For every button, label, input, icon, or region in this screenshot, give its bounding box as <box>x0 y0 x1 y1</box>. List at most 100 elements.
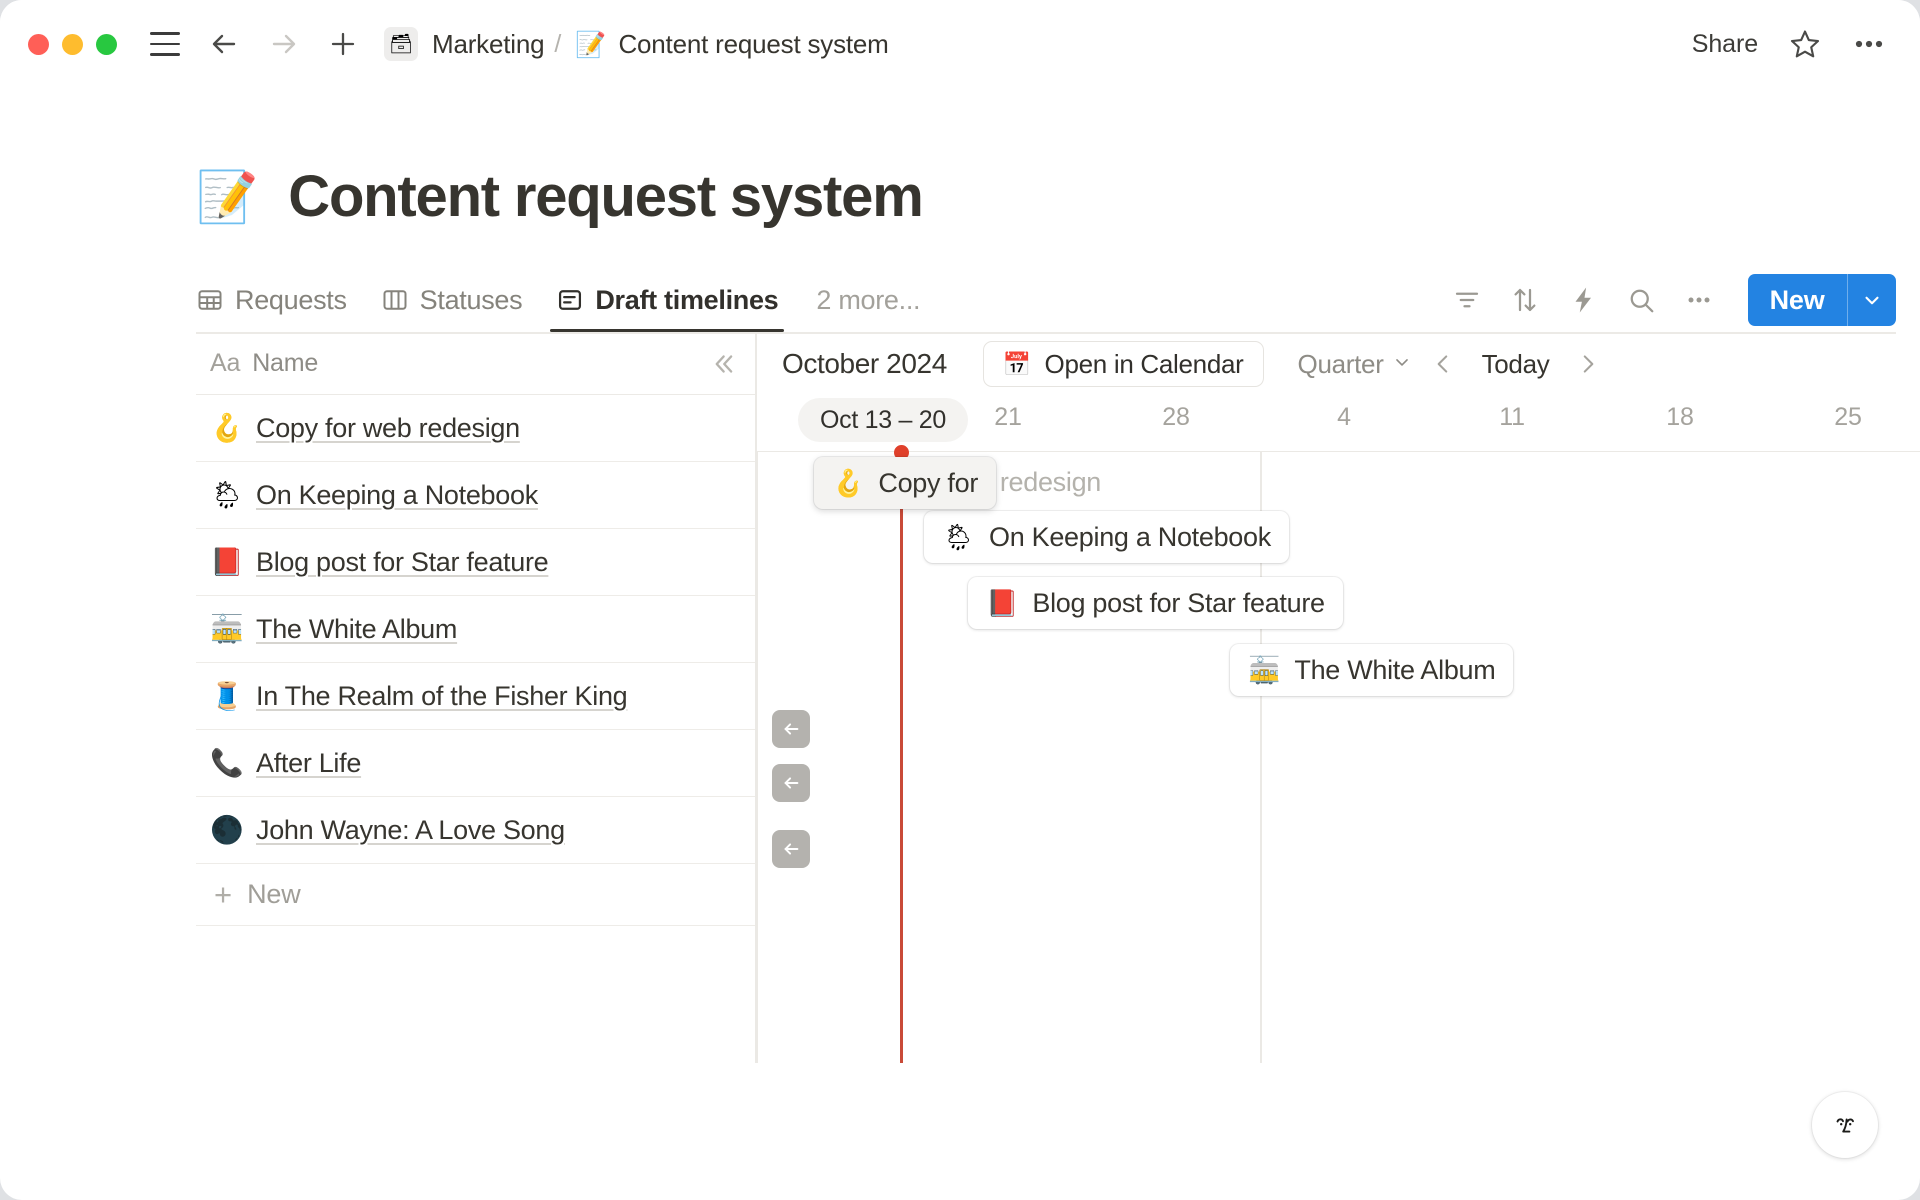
calendar-icon: 📅 <box>1002 350 1032 377</box>
board-view-icon <box>381 286 409 314</box>
titlebar-actions: Share <box>1692 27 1886 61</box>
ruler-tick: 18 <box>1666 403 1694 431</box>
breadcrumb-workspace[interactable]: Marketing <box>432 28 545 59</box>
row-emoji: 📞 <box>210 747 244 778</box>
workspace-icon-glyph: 🗃 <box>388 33 414 55</box>
maximize-window-button[interactable] <box>96 33 117 55</box>
row-emoji: 🪝 <box>210 412 244 443</box>
tab-draft-timelines[interactable]: Draft timelines <box>550 268 785 332</box>
notion-help-face-icon <box>1836 1118 1854 1133</box>
timeline-date-ruler: Oct 13 – 20 21 28 4 11 18 25 <box>756 395 1920 451</box>
tab-requests[interactable]: Requests <box>196 268 347 332</box>
card-emoji: 🌦 <box>942 522 976 552</box>
timeline-name-panel: Aa Name 🪝 Copy for web redesign 🌦 On Kee… <box>196 333 756 1023</box>
forward-arrow-icon[interactable] <box>268 28 300 60</box>
breadcrumb-page[interactable]: Content request system <box>618 28 889 59</box>
row-emoji: 🚋 <box>210 613 244 644</box>
timeline-today-button[interactable]: Today <box>1481 348 1550 379</box>
timeline-prev-button[interactable] <box>1424 347 1462 381</box>
open-in-calendar-label: Open in Calendar <box>1044 348 1244 379</box>
double-chevron-left-icon[interactable] <box>706 347 740 381</box>
window-titlebar: 🗃 Marketing / 📝 Content request system S… <box>0 0 1920 88</box>
table-row[interactable]: 🌑 John Wayne: A Love Song <box>196 797 756 864</box>
page-emoji[interactable]: 📝 <box>196 169 259 225</box>
timeline-header: October 2024 📅 Open in Calendar Quarter <box>756 333 1920 395</box>
timeline-zoom-value: Quarter <box>1297 348 1384 379</box>
sort-icon[interactable] <box>1510 285 1540 315</box>
lightning-icon[interactable] <box>1568 285 1598 315</box>
timeline-card[interactable]: 🌦 On Keeping a Notebook <box>924 511 1289 563</box>
card-emoji: 🚋 <box>1248 655 1281 685</box>
tabs-overflow-button[interactable]: 2 more... <box>816 284 921 315</box>
ruler-current-range-pill[interactable]: Oct 13 – 20 <box>798 398 968 442</box>
share-button[interactable]: Share <box>1691 29 1758 58</box>
timeline-grid: web redesign 🪝 Copy for 🌦 On Keeping a N… <box>756 445 1920 1063</box>
row-name[interactable]: John Wayne: A Love Song <box>256 814 565 845</box>
panel-divider <box>755 333 757 1063</box>
ruler-tick: 11 <box>1499 403 1525 431</box>
new-button-divider <box>1846 274 1848 326</box>
timeline-column-divider <box>756 452 758 1063</box>
star-icon[interactable] <box>1788 27 1822 61</box>
tab-statuses[interactable]: Statuses <box>381 268 523 332</box>
view-toolbar: New <box>1452 274 1896 326</box>
timeline-zoom-select[interactable]: Quarter <box>1292 345 1418 384</box>
row-name[interactable]: Blog post for Star feature <box>256 546 549 577</box>
tab-statuses-label: Statuses <box>419 284 523 315</box>
row-name[interactable]: The White Album <box>256 613 458 644</box>
today-marker-dot <box>894 445 909 460</box>
scroll-to-item-button[interactable] <box>772 764 810 802</box>
sidebar-toggle-icon[interactable] <box>150 32 180 56</box>
card-emoji: 🪝 <box>832 468 865 498</box>
row-name[interactable]: Copy for web redesign <box>256 412 520 443</box>
row-emoji: 🌑 <box>210 814 244 845</box>
timeline-panel: October 2024 📅 Open in Calendar Quarter <box>756 333 1920 1063</box>
breadcrumb-workspace-icon[interactable]: 🗃 <box>384 27 418 61</box>
table-row[interactable]: 📞 After Life <box>196 730 756 797</box>
table-row[interactable]: 🪝 Copy for web redesign <box>196 395 756 462</box>
row-emoji: 🧵 <box>210 680 244 711</box>
help-button[interactable] <box>1812 1092 1878 1158</box>
minimize-window-button[interactable] <box>62 33 83 55</box>
card-label: Copy for <box>878 467 979 498</box>
timeline-controls: Quarter Today <box>1292 345 1608 384</box>
ruler-tick: 25 <box>1834 403 1862 431</box>
back-arrow-icon[interactable] <box>208 28 240 60</box>
chevron-down-icon[interactable] <box>1848 274 1896 326</box>
ruler-tick: 28 <box>1162 403 1190 431</box>
plus-icon: + <box>214 877 233 912</box>
table-row[interactable]: 🌦 On Keeping a Notebook <box>196 462 756 529</box>
add-new-row-label: New <box>247 879 301 909</box>
row-emoji: 🌦 <box>210 479 245 510</box>
new-button[interactable]: New <box>1747 274 1896 326</box>
page-title[interactable]: Content request system <box>288 164 924 229</box>
table-row[interactable]: 🚋 The White Album <box>196 596 756 663</box>
plus-icon[interactable] <box>328 29 358 59</box>
more-options-icon[interactable] <box>1852 27 1886 61</box>
add-new-row-button[interactable]: + New <box>196 864 756 926</box>
timeline-column-divider <box>1260 452 1262 1063</box>
close-window-button[interactable] <box>28 33 49 55</box>
row-name[interactable]: On Keeping a Notebook <box>256 479 538 510</box>
name-column-header: Aa Name <box>196 333 756 395</box>
page-title-row: 📝 Content request system <box>196 164 924 229</box>
tabbar-divider <box>196 332 1896 334</box>
row-name[interactable]: After Life <box>256 747 362 778</box>
table-row[interactable]: 📕 Blog post for Star feature <box>196 529 756 596</box>
traffic-lights <box>28 33 117 55</box>
timeline-card[interactable]: 🚋 The White Album <box>1230 644 1514 696</box>
timeline-month-label: October 2024 <box>782 348 947 379</box>
filter-icon[interactable] <box>1452 285 1482 315</box>
search-icon[interactable] <box>1626 285 1656 315</box>
open-in-calendar-button[interactable]: 📅 Open in Calendar <box>982 341 1264 387</box>
view-tabs: Requests Statuses Draft timelines 2 more… <box>196 268 1896 332</box>
scroll-to-item-button[interactable] <box>772 830 810 868</box>
timeline-card[interactable]: 📕 Blog post for Star feature <box>968 577 1343 629</box>
row-name[interactable]: In The Realm of the Fisher King <box>256 680 628 711</box>
timeline-card-dragging[interactable]: 🪝 Copy for <box>814 457 997 509</box>
timeline-next-button[interactable] <box>1569 347 1607 381</box>
view-more-icon[interactable] <box>1684 285 1714 315</box>
card-emoji: 📕 <box>986 588 1019 618</box>
table-row[interactable]: 🧵 In The Realm of the Fisher King <box>196 663 756 730</box>
scroll-to-item-button[interactable] <box>772 710 810 748</box>
